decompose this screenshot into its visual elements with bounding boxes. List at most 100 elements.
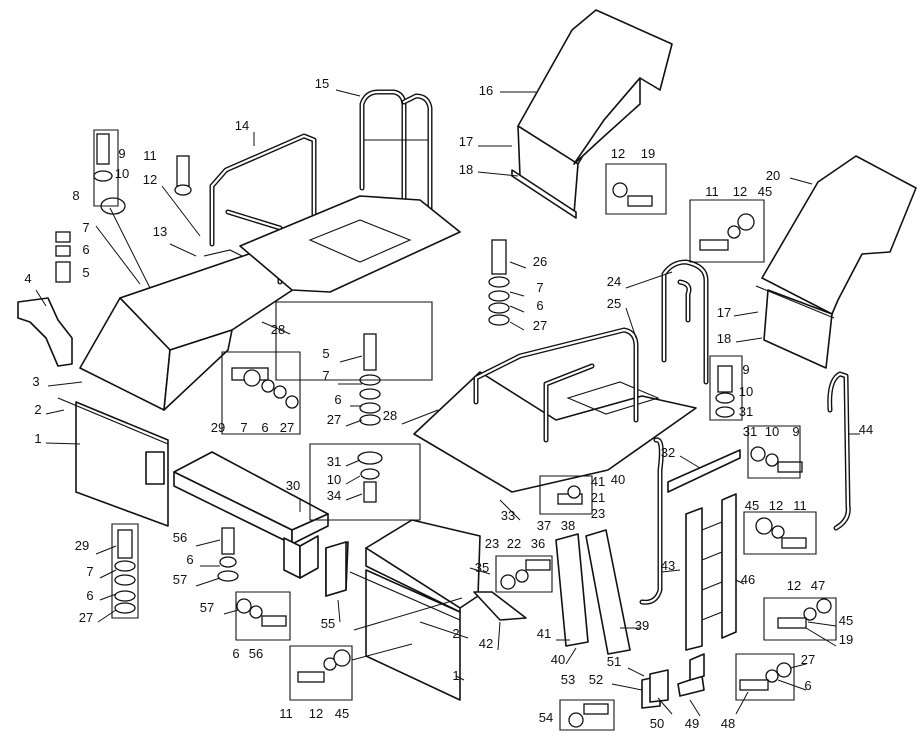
fender-16 (511, 9, 673, 219)
callout-45: 45 (758, 184, 772, 199)
callout-31: 31 (743, 424, 757, 439)
bench-30 (173, 451, 329, 579)
callout-6: 6 (261, 420, 268, 435)
callout-13: 13 (153, 224, 167, 239)
callout-29: 29 (211, 420, 225, 435)
callout-50: 50 (650, 716, 664, 731)
callout-17: 17 (459, 134, 473, 149)
callout-31: 31 (739, 404, 753, 419)
callout-9: 9 (742, 362, 749, 377)
callout-10: 10 (327, 472, 341, 487)
callout-27: 27 (280, 420, 294, 435)
callout-5: 5 (82, 265, 89, 280)
callout-37: 37 (537, 518, 551, 533)
callout-7: 7 (536, 280, 543, 295)
ladder (639, 437, 741, 651)
callout-46: 46 (741, 572, 755, 587)
callout-21: 21 (591, 490, 605, 505)
group-outlines (93, 129, 837, 731)
callout-12: 12 (733, 184, 747, 199)
callout-38: 38 (561, 518, 575, 533)
handrail-25 (473, 327, 639, 443)
callout-31: 31 (327, 454, 341, 469)
callout-11: 11 (793, 498, 807, 513)
callout-41: 41 (537, 626, 551, 641)
callout-7: 7 (240, 420, 247, 435)
callout-15: 15 (315, 76, 329, 91)
callout-3: 3 (32, 374, 39, 389)
callout-57: 57 (173, 572, 187, 587)
callout-16: 16 (479, 83, 493, 98)
callout-6: 6 (86, 588, 93, 603)
callout-10: 10 (765, 424, 779, 439)
callout-40: 40 (551, 652, 565, 667)
callout-33: 33 (501, 508, 515, 523)
callout-26: 26 (533, 254, 547, 269)
callout-18: 18 (717, 331, 731, 346)
callout-12: 12 (787, 578, 801, 593)
plates (325, 529, 631, 655)
callout-56: 56 (173, 530, 187, 545)
callout-1: 1 (34, 431, 41, 446)
callout-27: 27 (327, 412, 341, 427)
hardware (55, 133, 832, 728)
callout-48: 48 (721, 716, 735, 731)
leader-lines (35, 89, 860, 717)
callout-18: 18 (459, 162, 473, 177)
handrail-24 (661, 259, 709, 385)
callout-36: 36 (531, 536, 545, 551)
callout-11: 11 (143, 148, 157, 163)
callout-6: 6 (334, 392, 341, 407)
callout-41: 41 (591, 474, 605, 489)
callout-23: 23 (485, 536, 499, 551)
callout-25: 25 (607, 296, 621, 311)
callout-40: 40 (611, 472, 625, 487)
callout-9: 9 (118, 146, 125, 161)
callout-10: 10 (739, 384, 753, 399)
callout-4: 4 (24, 271, 31, 286)
callout-28: 28 (271, 322, 285, 337)
callout-9: 9 (792, 424, 799, 439)
callout-6: 6 (804, 678, 811, 693)
callout-22: 22 (507, 536, 521, 551)
callout-12: 12 (143, 172, 157, 187)
callout-11: 11 (705, 184, 719, 199)
callout-54: 54 (539, 710, 553, 725)
callout-12: 12 (309, 706, 323, 721)
callout-56: 56 (249, 646, 263, 661)
handrail-15 (359, 89, 433, 213)
callout-52: 52 (589, 672, 603, 687)
callout-7: 7 (322, 368, 329, 383)
callout-8: 8 (72, 188, 79, 203)
callout-53: 53 (561, 672, 575, 687)
callout-29: 29 (75, 538, 89, 553)
callout-55: 55 (321, 616, 335, 631)
callout-30: 30 (286, 478, 300, 493)
callout-28: 28 (383, 408, 397, 423)
callout-49: 49 (685, 716, 699, 731)
callout-6: 6 (82, 242, 89, 257)
callout-11: 11 (279, 706, 293, 721)
callout-39: 39 (635, 618, 649, 633)
handrail-44 (827, 371, 851, 531)
callout-12: 12 (611, 146, 625, 161)
callout-27: 27 (79, 610, 93, 625)
callout-6: 6 (186, 552, 193, 567)
callout-2: 2 (34, 402, 41, 417)
callout-45: 45 (839, 613, 853, 628)
callout-57: 57 (200, 600, 214, 615)
callout-6: 6 (536, 298, 543, 313)
step-blocks (641, 653, 705, 709)
callout-19: 19 (839, 632, 853, 647)
callout-19: 19 (641, 146, 655, 161)
callout-6: 6 (232, 646, 239, 661)
callout-12: 12 (769, 498, 783, 513)
callout-32: 32 (661, 445, 675, 460)
callout-51: 51 (607, 654, 621, 669)
callout-44: 44 (859, 422, 873, 437)
callout-14: 14 (235, 118, 249, 133)
callout-43: 43 (661, 558, 675, 573)
callout-24: 24 (607, 274, 621, 289)
callout-47: 47 (811, 578, 825, 593)
